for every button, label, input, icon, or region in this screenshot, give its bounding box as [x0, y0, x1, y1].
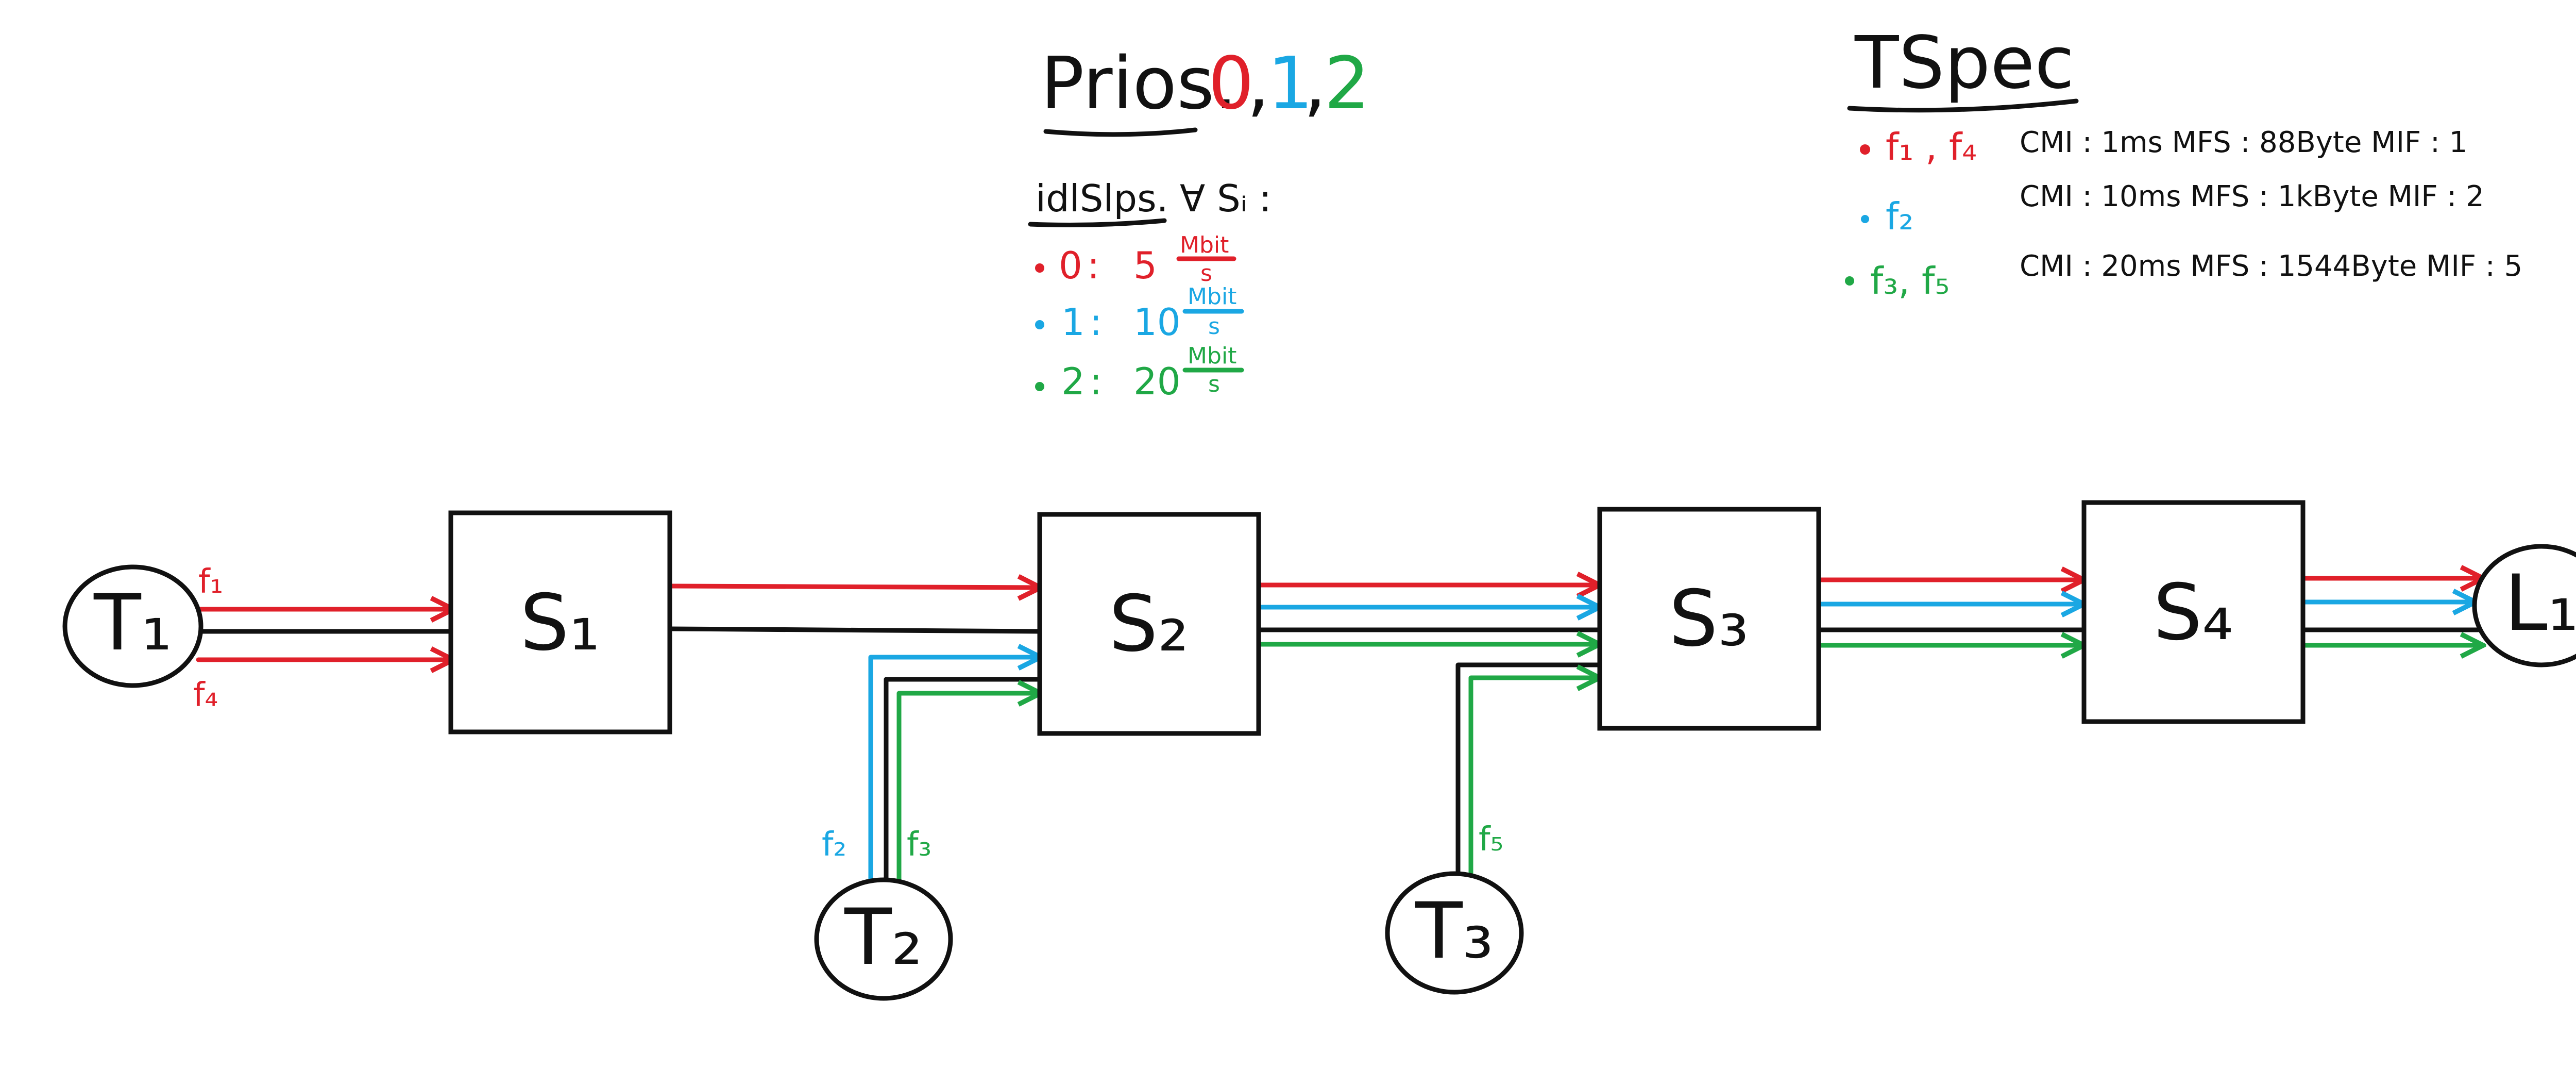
idle-slopes-quantifier: ∀ Sᵢ : — [1180, 177, 1272, 220]
link-s3-s4 — [1816, 580, 2084, 645]
node-t1-label: T₁ — [93, 578, 172, 668]
switch-s1-label: S₁ — [520, 578, 600, 668]
prio-value-2: 2 — [1324, 42, 1370, 126]
tspec-spec-0: CMI : 1ms MFS : 88Byte MIF : 1 — [2020, 126, 2467, 159]
flow-label-f1: f₁ — [198, 563, 223, 601]
idle-slope-unit-num-1: Mbit — [1188, 283, 1236, 310]
tspec-block: TSpec f₁ , f₄ CMI : 1ms MFS : 88Byte MIF… — [1845, 21, 2522, 303]
node-t2-label: T₂ — [844, 893, 923, 982]
bullet-prio-2 — [1035, 382, 1044, 391]
node-t3: T₃ — [1385, 871, 1524, 995]
idle-slope-prio-0: 0 — [1059, 244, 1082, 287]
idle-slopes-underline — [1028, 218, 1167, 227]
tspec-title: TSpec — [1854, 21, 2074, 105]
prios-title: Prios. — [1041, 42, 1238, 126]
switch-s1-box — [448, 510, 672, 734]
idle-slope-colon-1: : — [1090, 300, 1102, 344]
link-t1-s1: f₁ f₄ — [191, 563, 453, 714]
prios-underline — [1043, 127, 1198, 137]
switch-s2-label: S₂ — [1109, 579, 1189, 669]
node-t3-label: T₃ — [1415, 887, 1494, 976]
tspec-flows-1: f₂ — [1886, 195, 1913, 238]
flow-label-f3: f₃ — [907, 826, 931, 864]
switch-s4-box — [2081, 500, 2306, 724]
switch-s2-box — [1037, 512, 1261, 736]
idle-slope-unit-den-0: s — [1200, 260, 1212, 287]
idle-slope-unit-den-1: s — [1208, 313, 1220, 340]
switch-s4: S₄ — [2081, 500, 2306, 724]
flow-f2-t2-s2 — [868, 657, 1041, 884]
node-t3-circle — [1385, 871, 1524, 995]
tspec-spec-1: CMI : 10ms MFS : 1kByte MIF : 2 — [2020, 180, 2484, 213]
prio-comma-0: , — [1247, 42, 1270, 126]
tspec-underline — [1847, 98, 2079, 113]
node-t1: T₁ — [62, 564, 204, 688]
node-l1: L₁ — [2472, 544, 2576, 667]
flow-red-s1-s2 — [667, 586, 1041, 588]
idle-slope-colon-2: : — [1090, 360, 1102, 403]
prio-comma-1: , — [1303, 42, 1327, 126]
idle-slope-prio-1: 1 — [1061, 300, 1085, 344]
tspec-flows-2: f₃, f₅ — [1870, 259, 1950, 303]
link-s4-l1 — [2300, 578, 2483, 645]
node-t2: T₂ — [814, 877, 953, 1001]
link-t3-s3: f₅ — [1455, 662, 1602, 881]
prios-header: Prios. 0 , 1 , 2 — [1041, 42, 1370, 137]
bullet-tspec-1 — [1861, 215, 1869, 223]
switch-s3-box — [1597, 507, 1821, 731]
switch-s3: S₃ — [1597, 507, 1821, 731]
node-t1-circle — [62, 564, 204, 688]
idle-slope-unit-den-2: s — [1208, 371, 1220, 397]
flow-label-f2: f₂ — [822, 826, 846, 864]
prio-value-1: 1 — [1267, 42, 1313, 126]
bullet-prio-1 — [1035, 320, 1044, 329]
idle-slope-value-1: 10 — [1133, 300, 1181, 344]
flow-f5-t3-s3 — [1468, 678, 1600, 881]
tspec-spec-2: CMI : 20ms MFS : 1544Byte MIF : 5 — [2020, 249, 2522, 283]
link-t3-s3-black — [1455, 662, 1602, 881]
link-s1-s2 — [667, 586, 1043, 634]
tspec-flows-0: f₁ , f₄ — [1886, 125, 1977, 169]
link-s2-s3 — [1255, 585, 1600, 644]
switch-s1: S₁ — [448, 510, 672, 734]
idle-slopes-title: idlSlps. — [1036, 177, 1168, 220]
idle-slope-prio-2: 2 — [1061, 360, 1085, 403]
bullet-prio-0 — [1035, 263, 1044, 273]
idle-slope-value-0: 5 — [1133, 244, 1157, 287]
link-t2-s2-black — [884, 677, 1043, 889]
idle-slope-unit-num-0: Mbit — [1180, 232, 1229, 258]
node-l1-label: L₁ — [2504, 559, 2576, 648]
idle-slope-colon-0: : — [1087, 244, 1099, 287]
switch-s3-label: S₃ — [1669, 574, 1749, 664]
link-t2-s2: f₂ f₃ — [822, 657, 1043, 889]
idle-slopes-block: idlSlps. ∀ Sᵢ : 0 : 5 Mbit s 1 : 10 Mbit… — [1028, 177, 1272, 403]
flow-label-f4: f₄ — [193, 676, 218, 714]
idle-slope-value-2: 20 — [1133, 360, 1181, 403]
bullet-tspec-2 — [1845, 276, 1854, 286]
idle-slope-unit-num-2: Mbit — [1188, 343, 1236, 369]
node-l1-circle — [2472, 544, 2576, 667]
switch-s4-label: S₄ — [2153, 568, 2233, 658]
bullet-tspec-0 — [1860, 144, 1870, 155]
prio-value-0: 0 — [1208, 42, 1254, 126]
flow-label-f5: f₅ — [1479, 821, 1503, 859]
flow-f3-t2-s2 — [896, 693, 1041, 889]
switch-s2: S₂ — [1037, 512, 1261, 736]
node-t2-circle — [814, 877, 953, 1001]
link-s1-s2-black — [667, 626, 1043, 634]
